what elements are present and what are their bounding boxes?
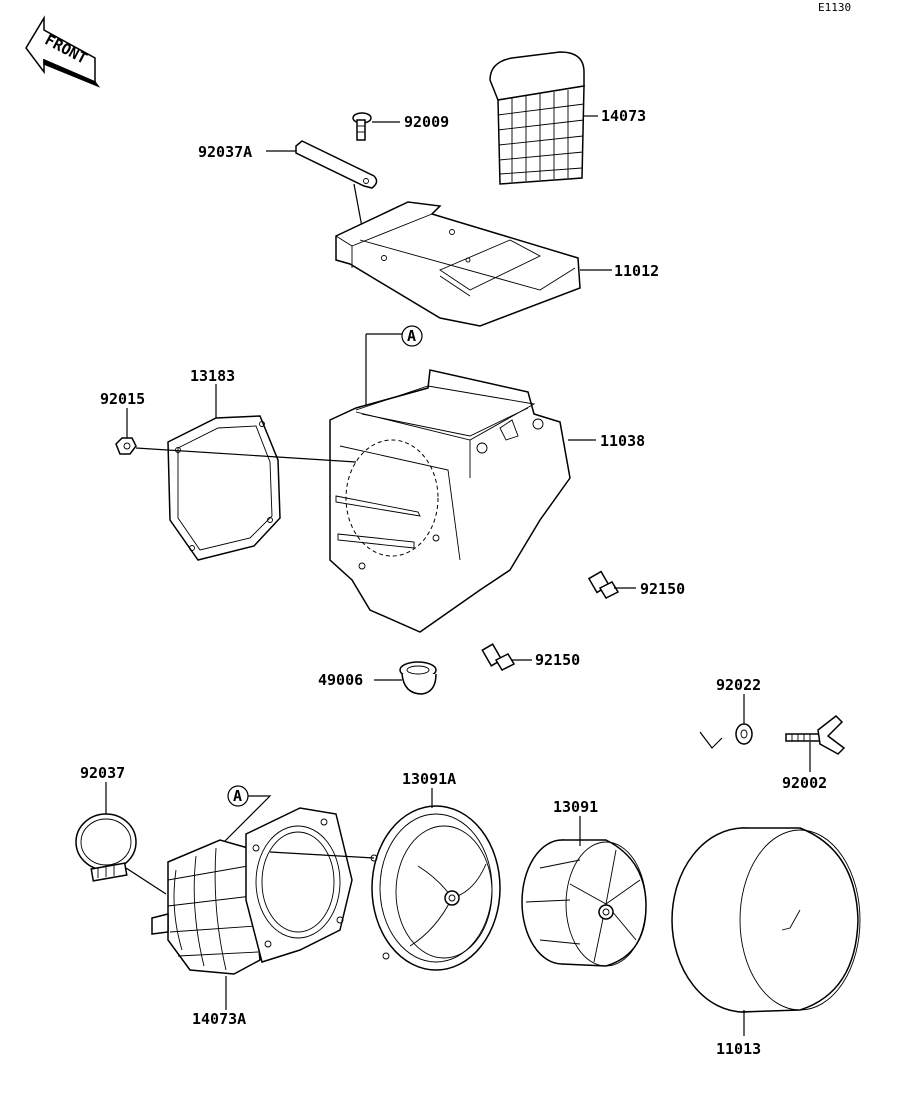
label-14073: 14073 [601, 107, 646, 125]
cover-11012 [335, 201, 581, 327]
label-92009: 92009 [404, 113, 449, 131]
label-92002: 92002 [782, 774, 827, 792]
ref-a-upper-label: A [407, 327, 416, 345]
label-92037A: 92037A [198, 143, 252, 161]
front-arrow-icon: FRONT [25, 15, 101, 88]
bolt-92009 [352, 112, 372, 141]
strap-92037A [295, 140, 378, 189]
label-14073A: 14073A [192, 1010, 246, 1028]
airbox-11038 [329, 369, 571, 633]
filter-frame-13091A [370, 805, 501, 971]
label-13091: 13091 [553, 798, 598, 816]
label-92022: 92022 [716, 676, 761, 694]
cap-49006 [399, 661, 437, 695]
label-13091A: 13091A [402, 770, 456, 788]
filter-element-11013 [671, 827, 861, 1013]
label-92150-center: 92150 [535, 651, 580, 669]
label-11012: 11012 [614, 262, 659, 280]
label-92037: 92037 [80, 764, 125, 782]
label-11013: 11013 [716, 1040, 761, 1058]
bolt-92150-right [587, 570, 620, 599]
label-13183: 13183 [190, 367, 235, 385]
wing-bolt-92002 [785, 715, 846, 755]
duct-boot-14073A [151, 807, 353, 975]
nut-92015 [115, 437, 137, 455]
diagram-code: E1130 [818, 1, 851, 14]
label-92150-right: 92150 [640, 580, 685, 598]
ref-a-lower-label: A [233, 787, 242, 805]
washer-92022 [735, 723, 753, 745]
clamp-92037 [75, 813, 137, 882]
bolt-92150-center [481, 643, 516, 671]
gasket-13183 [167, 415, 281, 561]
foam-filter-14073 [489, 51, 585, 185]
filter-cage-13091 [521, 839, 647, 967]
label-92015: 92015 [100, 390, 145, 408]
ref-a-upper [401, 325, 423, 347]
label-11038: 11038 [600, 432, 645, 450]
label-49006: 49006 [318, 671, 363, 689]
